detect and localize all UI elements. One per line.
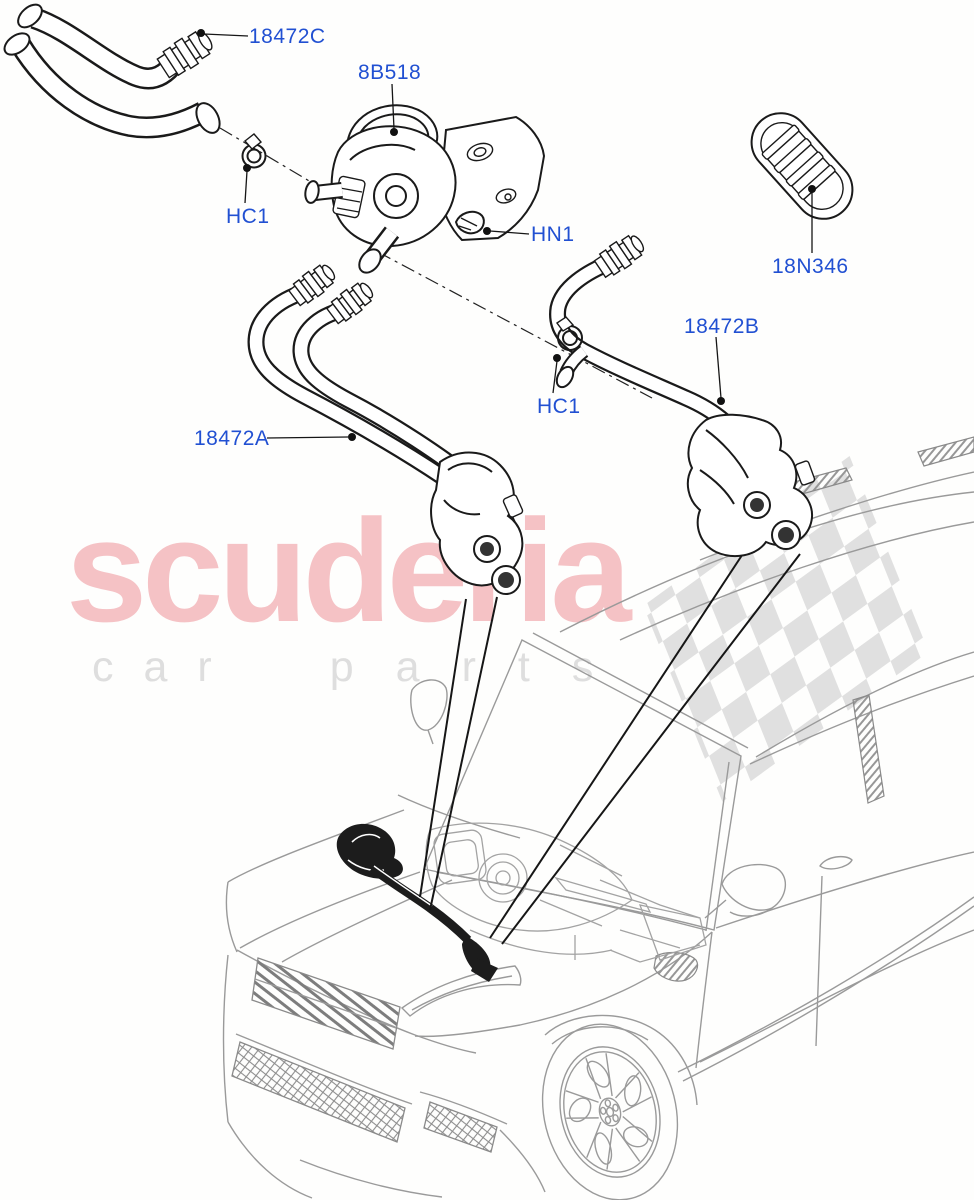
b-pillar — [853, 695, 884, 803]
fog-lamp — [420, 1092, 507, 1152]
part-hose-18472A — [256, 259, 523, 594]
assembly-axis-line-left — [220, 128, 348, 204]
left-mirror — [411, 680, 447, 730]
watermark-brand: scuderia — [66, 489, 632, 652]
assembly-axis-line-right — [378, 252, 652, 398]
lower-grille — [232, 1034, 412, 1142]
part-label-18N346: 18N346 — [772, 255, 849, 278]
watermark-tagline-word-car: car — [92, 643, 242, 691]
part-vent-18N346 — [740, 101, 865, 230]
location-pointer-lines — [420, 540, 800, 944]
vehicle-illustration — [224, 437, 974, 1200]
fender-vent — [654, 953, 698, 982]
part-label-18472A: 18472A — [194, 427, 270, 450]
part-label-HN1: HN1 — [531, 223, 575, 246]
front-grille — [252, 958, 400, 1049]
watermark-tagline: car parts — [92, 646, 635, 689]
watermark-checkered-flag — [643, 456, 929, 802]
part-clamp-hc1-upper — [243, 134, 266, 168]
door-handle — [820, 857, 852, 869]
part-label-HC1-lower: HC1 — [537, 395, 581, 418]
wheel-arch — [545, 1015, 697, 1105]
part-valve-8B518 — [304, 110, 544, 277]
part-label-8B518: 8B518 — [358, 61, 422, 84]
part-hose-18472C — [1, 0, 225, 137]
installed-hose-assembly — [336, 823, 498, 982]
part-label-18472C: 18472C — [249, 25, 326, 48]
part-hose-18472B — [553, 229, 815, 556]
part-label-HC1-upper: HC1 — [226, 205, 270, 228]
part-label-18472B: 18472B — [684, 315, 760, 338]
roof-rail-bar-rear — [918, 437, 974, 466]
front-wheel — [525, 1010, 696, 1200]
part-clip-hn1 — [456, 212, 484, 233]
watermark-tagline-word-parts: parts — [329, 643, 636, 691]
callout-leader-lines — [197, 29, 816, 441]
right-mirror — [722, 865, 785, 911]
door-shut-line — [696, 932, 712, 1068]
hvac-unit — [426, 823, 706, 962]
headlight — [402, 966, 521, 1016]
